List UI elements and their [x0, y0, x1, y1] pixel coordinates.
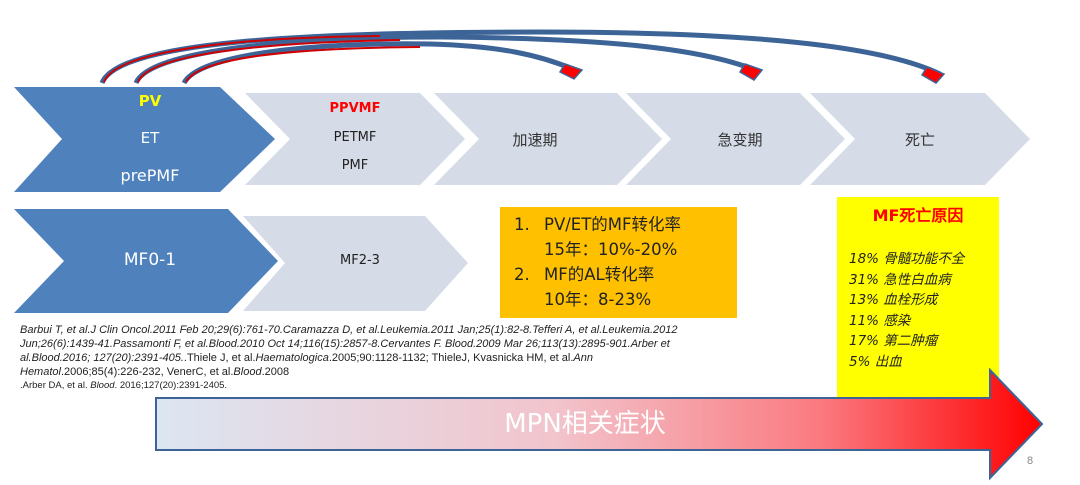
chevron-blast-phase [626, 93, 845, 185]
conversion-rate-box: 1. PV/ET的MF转化率 15年：10%-20% 2. MF的AL转化率 1… [500, 207, 737, 318]
stage-pv-label: PV [138, 92, 162, 110]
rate-item-number: 2. [514, 265, 530, 284]
death-cause-item: 18% 骨髓功能不全 [849, 251, 965, 267]
chevron-mf2-3 [243, 216, 468, 311]
rate-item-value: 10年：8-23% [544, 290, 652, 309]
references: Barbui T, et al.J Clin Oncol.2011 Feb 20… [20, 323, 780, 393]
rate-item-1: 1. PV/ET的MF转化率 [514, 212, 737, 237]
death-causes-title: MF死亡原因 [872, 206, 964, 225]
curved-arrow-to-blast-phase [133, 34, 764, 85]
rate-item-2: 2. MF的AL转化率 [514, 262, 737, 287]
death-cause-item: 11% 感染 [849, 312, 911, 329]
stage-mf0-1-label: MF0-1 [123, 250, 177, 270]
curved-arrow-to-acceleration [181, 41, 584, 85]
stage-blast-label: 急变期 [717, 131, 763, 149]
reference-line: Barbui T, et al.J Clin Oncol.2011 Feb 20… [20, 324, 678, 336]
stage-prepmf-label: prePMF [120, 166, 180, 185]
reference-line: Hematol.2006;85(4):226-232, VenerC, et a… [20, 366, 290, 378]
page-number: 8 [1027, 455, 1034, 467]
death-cause-item: 17% 第二肿瘤 [849, 333, 938, 349]
symptom-arrow-label: MPN相关症状 [504, 409, 666, 439]
rate-item-number: 1. [514, 215, 530, 234]
death-cause-item: 13% 血栓形成 [849, 292, 938, 308]
stage-death-label: 死亡 [904, 131, 935, 149]
chevron-acceleration-phase [434, 93, 662, 185]
stage-pmf-label: PMF [341, 158, 369, 173]
stage-acceleration-label: 加速期 [512, 131, 558, 149]
death-cause-item: 31% 急性白血病 [849, 271, 951, 288]
reference-line: .Arber DA, et al. Blood. 2016;127(20):23… [20, 380, 228, 391]
rate-item-title: PV/ET的MF转化率 [544, 215, 682, 234]
chevron-mf0-1 [14, 209, 278, 313]
stage-mf2-3-label: MF2-3 [340, 253, 380, 268]
stage-ppvmf-label: PPVMF [329, 101, 381, 116]
rate-item-title: MF的AL转化率 [544, 265, 655, 284]
chevron-initial-stage [14, 87, 275, 192]
rate-item-value: 15年：10%-20% [544, 240, 678, 259]
stage-petmf-label: PETMF [333, 130, 377, 145]
chevron-acceleration-shape [245, 93, 465, 185]
reference-line: Jun;26(6):1439-41.Passamonti F, et al.Bl… [20, 338, 670, 350]
reference-line: al.Blood.2016; 127(20):2391-405..Thiele … [20, 352, 593, 364]
stage-et-label: ET [140, 129, 160, 147]
death-causes-list: 18% 骨髓功能不全 31% 急性白血病 13% 血栓形成 11% 感染 17%… [849, 249, 964, 372]
chevron-death [810, 93, 1030, 185]
curved-arrow-to-death [99, 29, 946, 85]
death-causes-box: MF死亡原因 18% 骨髓功能不全 31% 急性白血病 13% 血栓形成 11%… [837, 197, 999, 402]
death-cause-item: 5% 出血 [849, 353, 902, 370]
